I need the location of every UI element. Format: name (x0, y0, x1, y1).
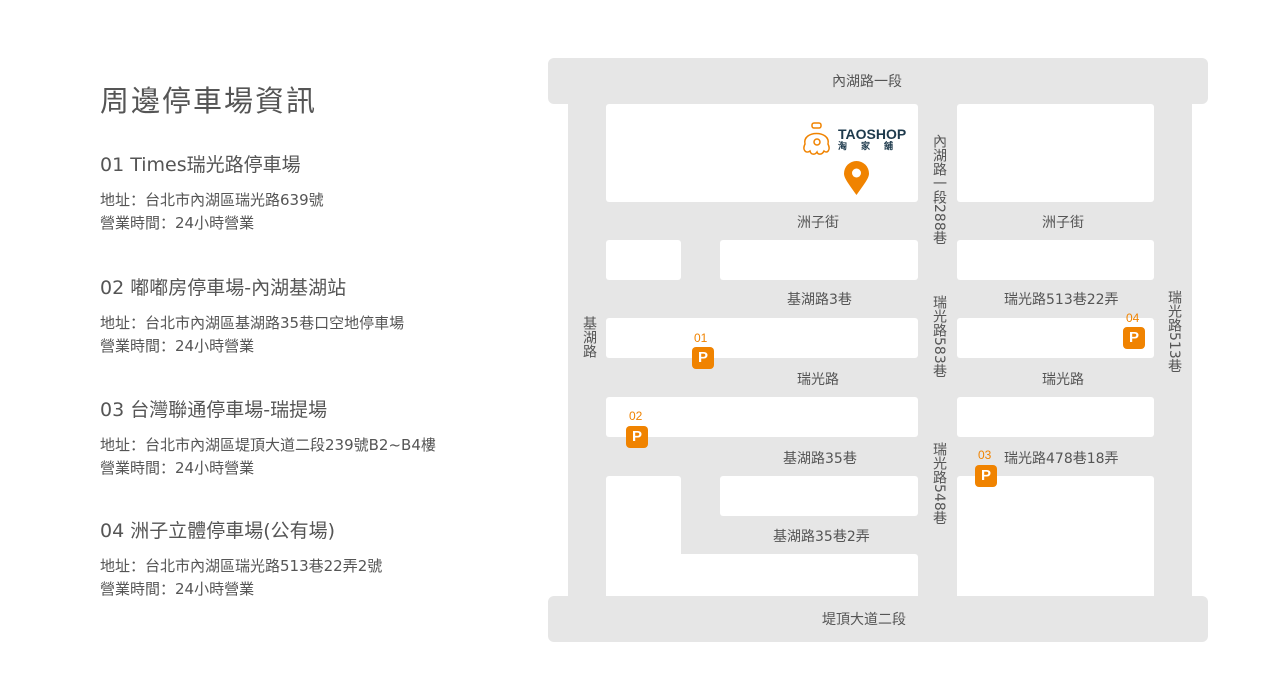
lot-hours: 營業時間：24小時營業 (100, 214, 255, 232)
road-label: 基湖路 (581, 316, 597, 358)
road-label: 瑞光路 (1042, 372, 1084, 388)
lot-hours: 營業時間：24小時營業 (100, 337, 255, 355)
road-label: 瑞光路478巷18弄 (1004, 451, 1119, 467)
block (957, 397, 1154, 437)
road-label: 基湖路35巷2弄 (773, 529, 870, 545)
block (606, 554, 918, 596)
lot-name: 03 台灣聯通停車場-瑞提場 (100, 399, 328, 421)
taoshop-logo: TAOSHOP 淘家舖 (800, 122, 915, 156)
parking-marker-01[interactable]: P (692, 347, 714, 369)
block (606, 318, 918, 358)
road-label: 堤頂大道二段 (822, 612, 906, 628)
lot-name: 04 洲子立體停車場(公有場) (100, 520, 336, 542)
road-label: 內湖路一段 (832, 74, 902, 90)
road-label: 內湖路一段288巷 (931, 134, 947, 245)
marker-number: 02 (629, 409, 643, 423)
page-title: 周邊停車場資訊 (100, 84, 318, 118)
block (957, 104, 1154, 202)
lot-hours: 營業時間：24小時營業 (100, 459, 255, 477)
block (957, 476, 1154, 596)
block (606, 104, 918, 202)
road-label: 瑞光路548巷 (931, 442, 947, 525)
road-label: 洲子街 (1042, 215, 1084, 231)
road-label: 洲子街 (797, 215, 839, 231)
marker-number: 03 (978, 448, 992, 462)
parking-lot-03: 03 台灣聯通停車場-瑞提場 地址：台北市內湖區堤頂大道二段239號B2~B4樓… (100, 395, 436, 480)
block (606, 397, 918, 437)
parking-lot-02: 02 嘟嘟房停車場-內湖基湖站 地址：台北市內湖區基湖路35巷口空地停車場 營業… (100, 273, 404, 358)
block (720, 476, 918, 516)
parking-lot-04: 04 洲子立體停車場(公有場) 地址：台北市內湖區瑞光路513巷22弄2號 營業… (100, 516, 382, 601)
marker-number: 01 (694, 331, 708, 345)
road-label: 瑞光路583巷 (931, 295, 947, 378)
block (606, 240, 681, 280)
parking-marker-02[interactable]: P (626, 426, 648, 448)
block (720, 240, 918, 280)
parking-marker-04[interactable]: P (1123, 327, 1145, 349)
block (957, 240, 1154, 280)
logo-name: TAOSHOP (838, 126, 907, 142)
lot-name: 02 嘟嘟房停車場-內湖基湖站 (100, 277, 347, 299)
parking-lot-01: 01 Times瑞光路停車場 地址：台北市內湖區瑞光路639號 營業時間：24小… (100, 150, 324, 235)
lot-address: 地址：台北市內湖區堤頂大道二段239號B2~B4樓 (100, 436, 436, 454)
octopus-icon (803, 122, 830, 155)
road-label: 瑞光路513巷 (1166, 290, 1182, 373)
road-label: 基湖路35巷 (783, 451, 857, 467)
marker-number: 04 (1126, 311, 1140, 325)
lot-hours: 營業時間：24小時營業 (100, 580, 255, 598)
lot-address: 地址：台北市內湖區瑞光路639號 (100, 191, 324, 209)
road-label: 基湖路3巷 (787, 292, 852, 308)
parking-marker-03[interactable]: P (975, 465, 997, 487)
logo-sub: 淘家舖 (838, 142, 908, 152)
lot-name: 01 Times瑞光路停車場 (100, 154, 301, 176)
lot-address: 地址：台北市內湖區瑞光路513巷22弄2號 (100, 557, 383, 575)
lot-address: 地址：台北市內湖區基湖路35巷口空地停車場 (100, 314, 405, 332)
road-label: 瑞光路513巷22弄 (1004, 292, 1119, 308)
block (957, 318, 1154, 358)
road-label: 瑞光路 (797, 372, 839, 388)
location-pin-icon (844, 161, 869, 195)
